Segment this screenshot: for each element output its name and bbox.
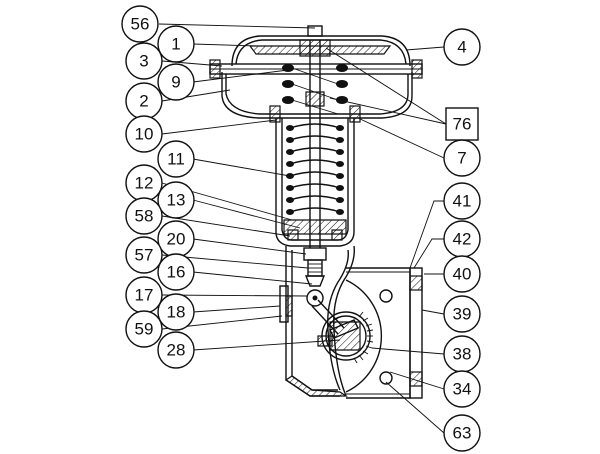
callout-10[interactable]: 10 [125, 115, 163, 153]
callout-38[interactable]: 38 [443, 335, 481, 373]
callout-63[interactable]: 63 [443, 414, 481, 452]
callout-label: 20 [167, 230, 186, 249]
callout-label: 16 [167, 263, 186, 282]
callout-17[interactable]: 17 [125, 276, 163, 314]
main-spring [286, 123, 344, 215]
callout-13[interactable]: 13 [157, 181, 195, 219]
callout-label: 56 [131, 15, 150, 34]
rotary-housing [317, 267, 423, 399]
callout-7[interactable]: 7 [443, 139, 481, 177]
spring-housing [269, 105, 361, 247]
callout-59[interactable]: 59 [125, 310, 163, 348]
callout-label: 34 [453, 380, 472, 399]
callout-3[interactable]: 3 [125, 42, 163, 80]
callout-label: 57 [135, 246, 154, 265]
callout-40[interactable]: 40 [443, 255, 481, 293]
callout-label: 63 [453, 424, 472, 443]
callout-label: 2 [139, 92, 148, 111]
callout-28[interactable]: 28 [157, 331, 195, 369]
callout-label: 18 [167, 303, 186, 322]
position-scale [353, 311, 374, 364]
callout-label: 10 [135, 125, 154, 144]
callout-label: 13 [167, 191, 186, 210]
callout-9[interactable]: 9 [157, 63, 195, 101]
callout-12[interactable]: 12 [125, 164, 163, 202]
callout-label: 59 [135, 320, 154, 339]
callout-42[interactable]: 42 [443, 220, 481, 258]
callout-56[interactable]: 56 [121, 5, 159, 43]
callout-label: 9 [171, 73, 180, 92]
callout-label: 40 [453, 265, 472, 284]
callout-41[interactable]: 41 [443, 182, 481, 220]
callout-16[interactable]: 16 [157, 253, 195, 291]
upper-spring [282, 64, 348, 115]
callout-label: 7 [457, 149, 466, 168]
callout-label: 11 [167, 150, 185, 169]
callout-label: 42 [453, 230, 472, 249]
callout-label: 1 [171, 35, 180, 54]
callout-58[interactable]: 58 [125, 197, 163, 235]
callout-34[interactable]: 34 [443, 370, 481, 408]
callout-label: 12 [135, 174, 154, 193]
callout-11[interactable]: 11 [157, 140, 195, 178]
callout-1[interactable]: 1 [157, 25, 195, 63]
callout-label: 28 [167, 341, 186, 360]
callout-label: 4 [457, 38, 466, 57]
callout-39[interactable]: 39 [443, 295, 481, 333]
callout-label: 58 [135, 207, 154, 226]
actuator-stem [305, 40, 325, 248]
callout-20[interactable]: 20 [157, 220, 195, 258]
callout-4[interactable]: 4 [443, 28, 481, 66]
callout-label: 3 [139, 52, 148, 71]
callout-label: 41 [453, 192, 472, 211]
stem-connector [303, 247, 327, 307]
callout-2[interactable]: 2 [125, 82, 163, 120]
callout-label: 76 [453, 115, 472, 134]
callout-label: 39 [453, 305, 472, 324]
lever-housing [279, 245, 355, 397]
callout-18[interactable]: 18 [157, 293, 195, 331]
callout-label: 38 [453, 345, 472, 364]
callout-57[interactable]: 57 [125, 236, 163, 274]
leader-lines [158, 23, 447, 434]
callout-label: 17 [135, 286, 154, 305]
callout-76[interactable]: 76 [445, 107, 479, 141]
